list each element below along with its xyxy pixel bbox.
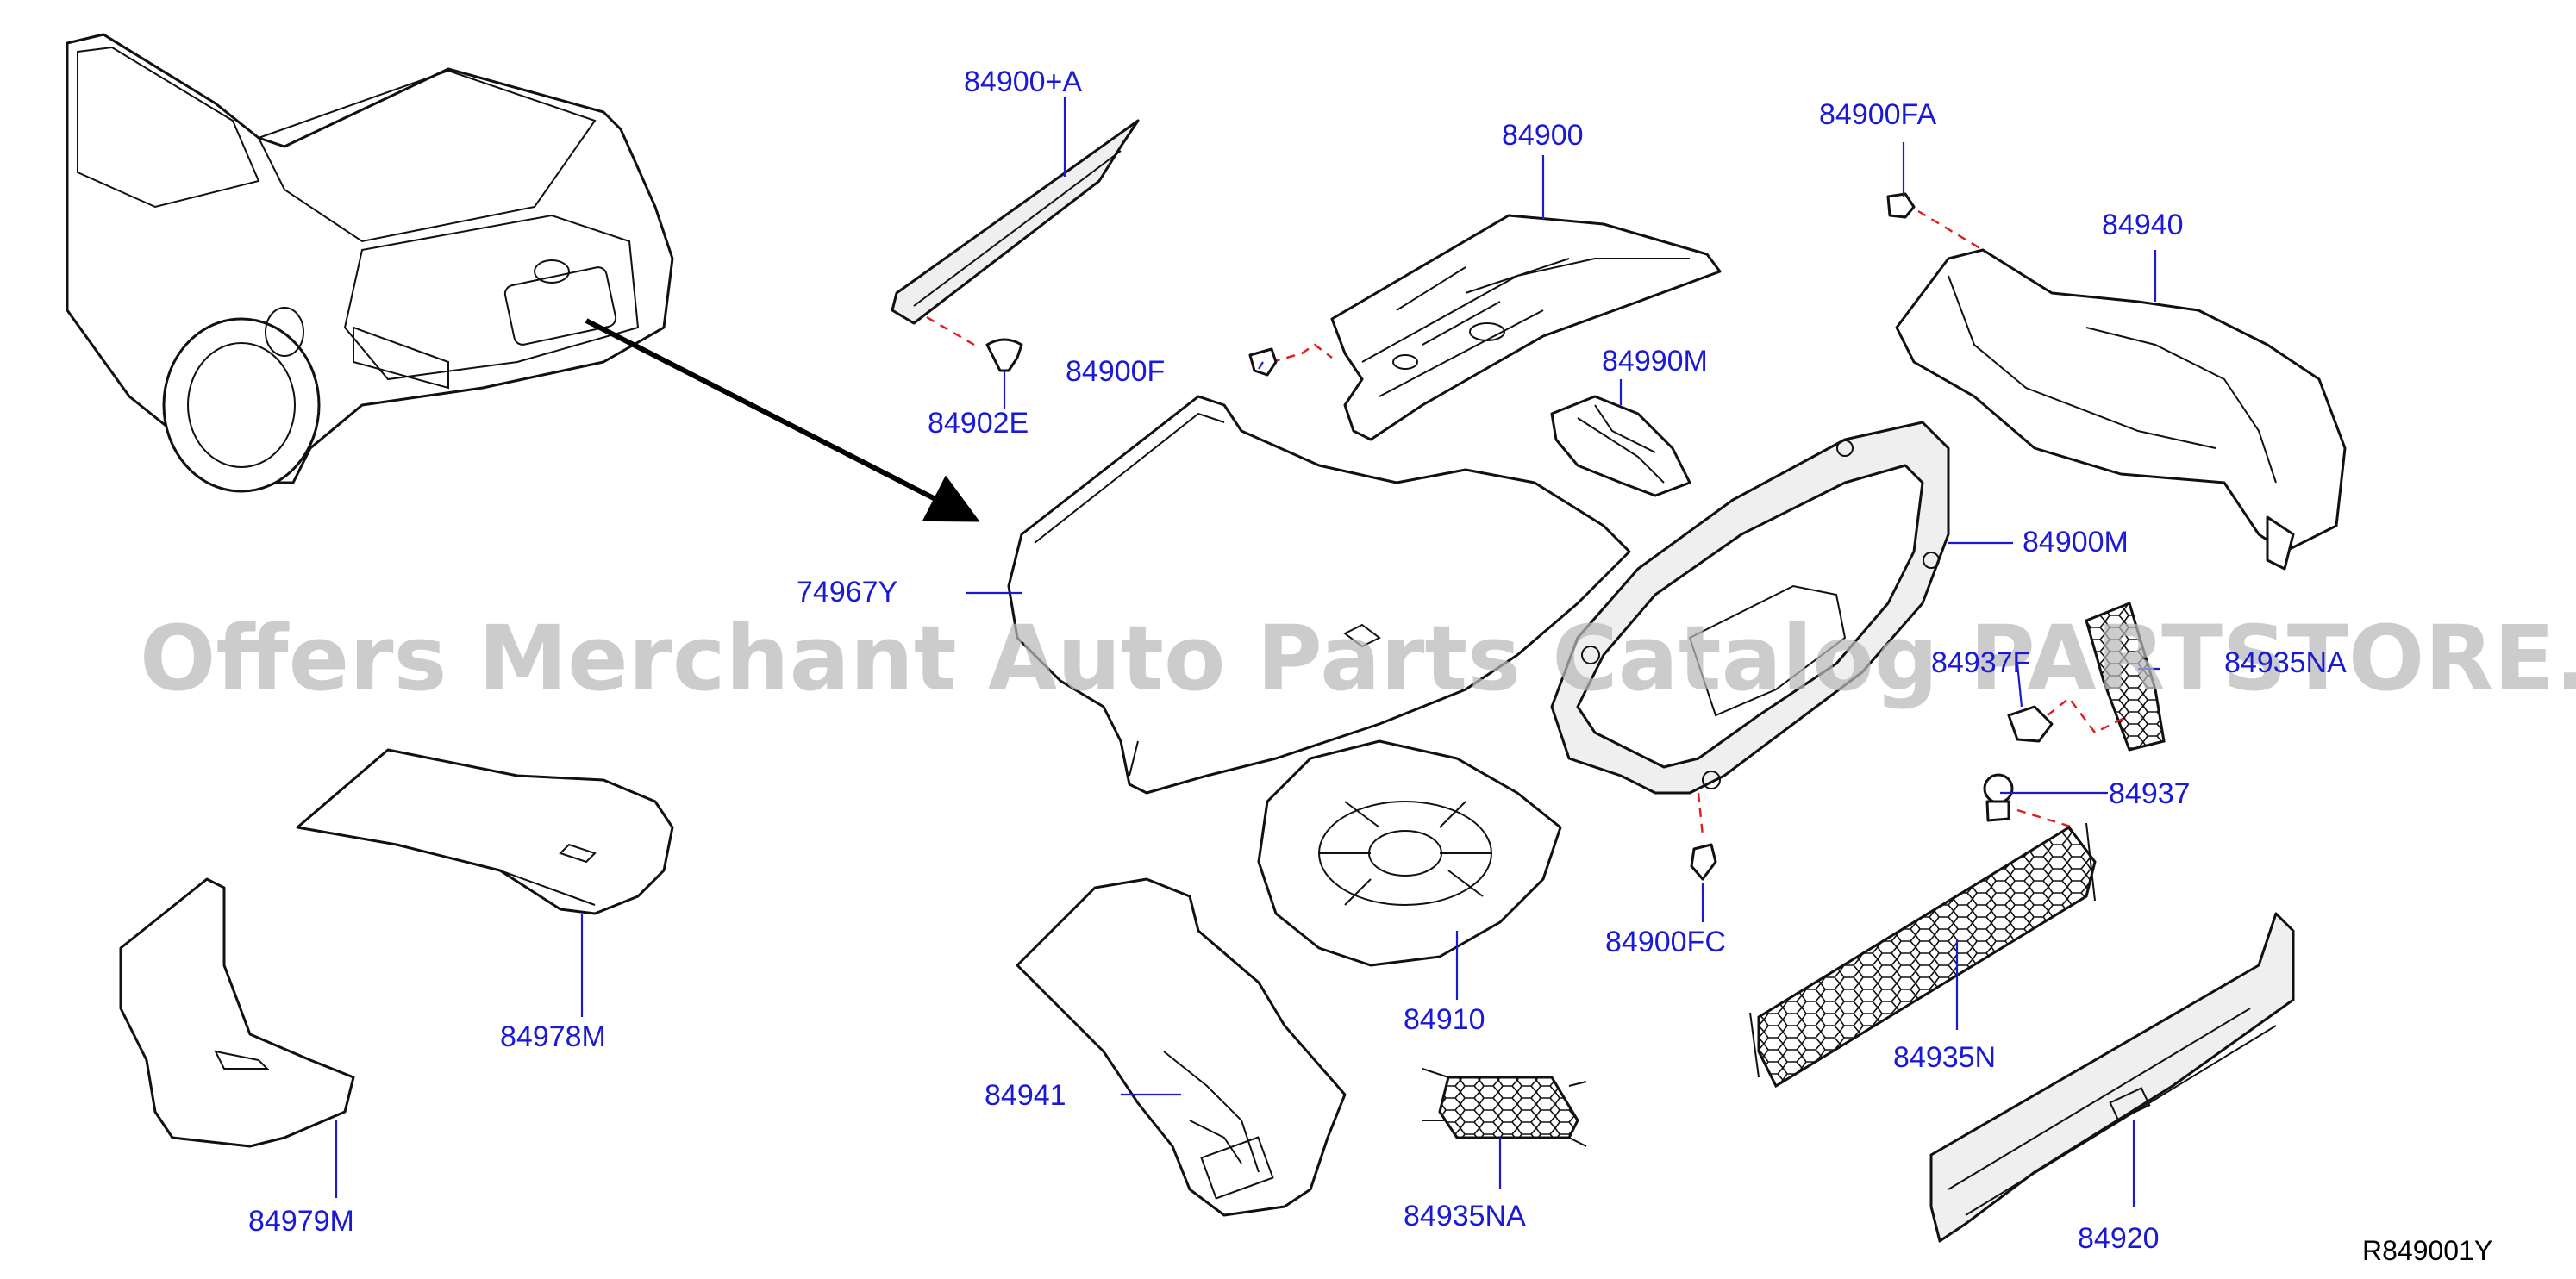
part-84910-drawing bbox=[1257, 739, 1562, 967]
part-74967Y-drawing bbox=[1007, 395, 1631, 795]
label-84900F[interactable]: 84900F bbox=[1066, 355, 1165, 388]
label-84979M[interactable]: 84979M bbox=[248, 1205, 354, 1238]
label-84941[interactable]: 84941 bbox=[985, 1079, 1066, 1112]
part-84940-drawing bbox=[1886, 192, 2347, 571]
label-84910[interactable]: 84910 bbox=[1404, 1003, 1485, 1036]
label-84900plusA[interactable]: 84900+A bbox=[964, 66, 1082, 98]
label-84920[interactable]: 84920 bbox=[2078, 1222, 2160, 1255]
label-84900FA[interactable]: 84900FA bbox=[1819, 98, 1936, 131]
label-74967Y[interactable]: 74967Y bbox=[797, 576, 897, 608]
part-84978M-drawing bbox=[296, 748, 674, 915]
label-84900FC[interactable]: 84900FC bbox=[1605, 926, 1726, 958]
assembly-arrow bbox=[585, 318, 980, 522]
diagram-code: R849001Y bbox=[2362, 1235, 2492, 1266]
label-84937F[interactable]: 84937F bbox=[1931, 646, 2030, 679]
part-84935NA-right-drawing bbox=[2007, 601, 2166, 752]
label-84935NA-bottom[interactable]: 84935NA bbox=[1404, 1200, 1526, 1232]
part-84920-drawing bbox=[1929, 912, 2295, 1243]
part-84900plusA-drawing bbox=[891, 119, 1140, 372]
label-84990M[interactable]: 84990M bbox=[1602, 345, 1708, 377]
part-84935N-drawing bbox=[1749, 822, 2097, 1089]
part-84979M-drawing bbox=[119, 877, 355, 1148]
leader-lines bbox=[335, 97, 2160, 1207]
label-84978M[interactable]: 84978M bbox=[500, 1020, 606, 1053]
watermark-text: Offers Merchant Auto Parts Catalog PARTS… bbox=[140, 606, 2576, 711]
label-84937[interactable]: 84937 bbox=[2109, 777, 2191, 810]
part-84990M-drawing bbox=[1550, 395, 1691, 497]
part-84900M-drawing bbox=[1550, 421, 1950, 881]
part-84900-drawing bbox=[1248, 214, 1722, 441]
label-84900M[interactable]: 84900M bbox=[2023, 526, 2129, 558]
label-84900[interactable]: 84900 bbox=[1502, 119, 1584, 152]
part-84935NA-bottom-drawing bbox=[1422, 1068, 1587, 1147]
vehicle-rear-view bbox=[66, 33, 674, 493]
part-84937-drawing bbox=[1983, 773, 2074, 829]
part-labels: 84900+A 84900 84900FA 84940 84900F 84902… bbox=[248, 66, 2347, 1255]
label-84940[interactable]: 84940 bbox=[2102, 209, 2184, 241]
label-84935N[interactable]: 84935N bbox=[1893, 1041, 1996, 1074]
label-84902E[interactable]: 84902E bbox=[928, 407, 1029, 440]
label-84935NA-right[interactable]: 84935NA bbox=[2224, 646, 2347, 679]
